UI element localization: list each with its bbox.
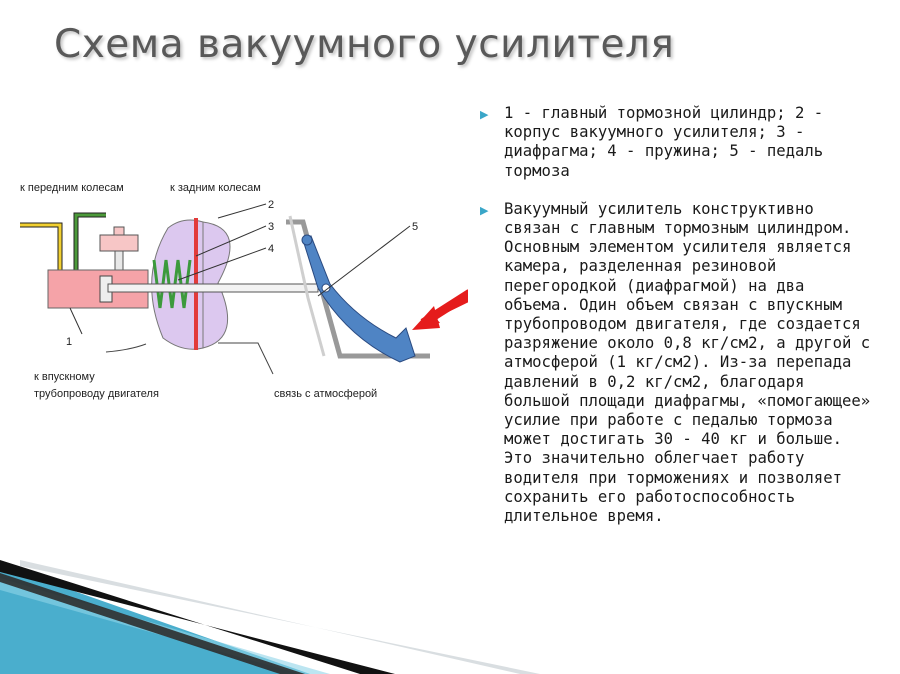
reservoir xyxy=(99,234,139,252)
spring xyxy=(152,259,192,309)
intake-pipe xyxy=(105,343,147,353)
pedal-pivot xyxy=(301,234,313,246)
bullet-arrow-icon: ▶ xyxy=(480,203,489,217)
bullet-text-legend: 1 - главный тормозной цилиндр; 2 - корпу… xyxy=(504,104,824,180)
leader-2 xyxy=(217,203,267,219)
bullet-text-description: Вакуумный усилитель конструктивно связан… xyxy=(504,199,871,526)
number-4: 4 xyxy=(268,243,274,255)
pedal-bracket-shadow xyxy=(288,215,326,357)
leader-4 xyxy=(177,247,267,281)
number-2: 2 xyxy=(268,199,274,211)
leader-1 xyxy=(69,307,83,335)
vacuum-booster-diagram: к передним колесам к задним колесам 1 2 … xyxy=(20,182,468,400)
front-brake-line xyxy=(20,222,63,273)
force-arrow-head xyxy=(412,306,440,330)
label-atmosphere: связь с атмосферой xyxy=(274,388,377,400)
leader-5 xyxy=(317,225,411,297)
slide-title: Схема вакуумного усилителя xyxy=(54,22,675,67)
reservoir-cap xyxy=(113,226,125,236)
number-1: 1 xyxy=(66,336,72,348)
bullet-item-legend: ▶ 1 - главный тормозной цилиндр; 2 - кор… xyxy=(478,104,878,181)
label-rear-wheels: к задним колесам xyxy=(170,182,261,194)
atmosphere-line xyxy=(218,342,274,375)
label-front-wheels: к передним колесам xyxy=(20,182,124,194)
pedal-rod-joint xyxy=(321,283,331,293)
rear-brake-line-fill xyxy=(74,213,106,273)
number-5: 5 xyxy=(412,221,418,233)
reservoir-neck xyxy=(114,250,124,272)
bullet-list: ▶ 1 - главный тормозной цилиндр; 2 - кор… xyxy=(478,104,878,545)
number-3: 3 xyxy=(268,221,274,233)
bullet-arrow-icon: ▶ xyxy=(480,108,489,121)
bullet-item-description: ▶ Вакуумный усилитель конструктивно связ… xyxy=(478,200,878,526)
label-intake: к впускному xyxy=(34,371,95,383)
push-rod xyxy=(107,283,319,293)
label-intake-2: трубопроводу двигателя xyxy=(34,388,159,400)
front-brake-line-fill xyxy=(20,223,62,273)
brake-pedal xyxy=(302,235,416,363)
leader-3 xyxy=(195,225,267,257)
